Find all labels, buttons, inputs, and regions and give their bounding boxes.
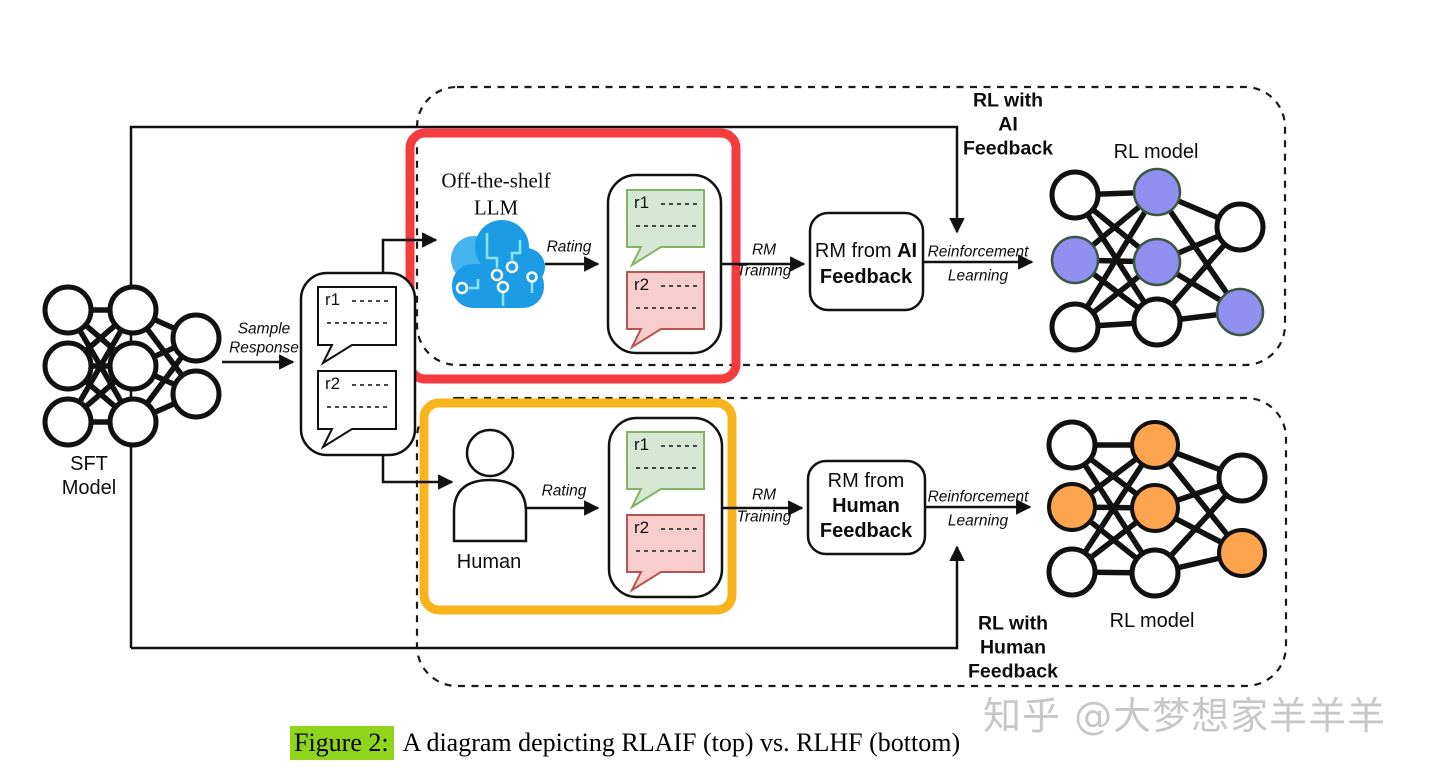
rl-with-ai-feedback-label-3: Feedback [963, 137, 1053, 160]
rlaif-rm-training-label-2: Training [736, 262, 792, 280]
human-icon [452, 428, 528, 543]
sample-response-label-2: Response [229, 339, 299, 357]
rlhf-rated-responses-container [607, 416, 724, 599]
rlaif-dashed-container [415, 85, 1287, 367]
rm-from-ai-feedback-box [808, 211, 925, 312]
rlaif-rl-model-label: RL model [1113, 141, 1199, 163]
human-label: Human [456, 551, 522, 573]
rl-with-ai-feedback-label-2: AI [998, 113, 1018, 136]
ai-text: AI [897, 240, 918, 262]
rlhf-rm-training-label-2: Training [736, 508, 792, 526]
rl-with-human-feedback-label-1: RL with [977, 612, 1049, 635]
rm-from-human-feedback-line-3: Feedback [819, 520, 913, 542]
rlaif-r1-label: r1 [634, 193, 650, 212]
rm-from-ai-feedback-line-2: Feedback [819, 266, 913, 288]
rm-from-text: RM from [814, 240, 898, 262]
rlhf-yellow-highlight-box [419, 398, 737, 615]
rlhf-r1-label: r1 [634, 435, 650, 454]
figure-caption-text: A diagram depicting RLAIF (top) vs. RLHF… [402, 728, 961, 757]
sampled-responses-container [299, 271, 417, 457]
rlhf-rating-label: Rating [541, 482, 587, 500]
off-the-shelf-llm-label-2: LLM [473, 195, 519, 220]
sft-model-label-2: Model [61, 477, 117, 499]
rm-from-human-feedback-line-2: Human [832, 495, 900, 517]
rlaif-rm-training-label-1: RM [751, 241, 777, 259]
rlaif-reinforcement-label-1: Reinforcement [927, 243, 1029, 261]
rl-with-human-feedback-label-2: Human [979, 636, 1047, 659]
rlhf-rm-training-label-1: RM [751, 486, 777, 504]
llm-cloud-icon [451, 220, 545, 308]
rlhf-rl-model-label: RL model [1109, 610, 1195, 632]
rlhf-r2-label: r2 [634, 518, 650, 537]
flow-arrows [222, 232, 1034, 516]
rlaif-rl-model-network [1049, 167, 1266, 353]
rlhf-reinforcement-label-2: Learning [947, 512, 1009, 530]
rm-from-ai-feedback-line-1: RM from AI [815, 241, 917, 261]
figure-caption: Figure 2: A diagram depicting RLAIF (top)… [290, 726, 960, 760]
rm-from-human-feedback-box [806, 459, 927, 556]
rlhf-rl-model-network [1046, 419, 1268, 599]
sample-response-label-1: Sample [237, 320, 291, 338]
rlaif-rating-label: Rating [546, 238, 592, 256]
rlhf-reinforcement-label-1: Reinforcement [927, 488, 1029, 506]
rlaif-red-highlight-box [405, 128, 741, 384]
rl-with-ai-feedback-label-1: RL with [972, 89, 1044, 112]
rlaif-reinforcement-label-2: Learning [947, 267, 1009, 285]
sample-r2-label: r2 [325, 374, 341, 393]
zhihu-watermark: 知乎 @大梦想家羊羊羊 [983, 694, 1387, 738]
sft-model-network [42, 284, 222, 448]
sft-model-label-1: SFT [70, 453, 108, 475]
feedback-loop-arrows [129, 125, 965, 650]
rl-with-human-feedback-label-3: Feedback [968, 660, 1058, 683]
figure-caption-tag: Figure 2: [290, 726, 394, 760]
rlaif-r2-label: r2 [634, 275, 650, 294]
off-the-shelf-llm-label-1: Off-the-shelf [441, 168, 551, 193]
rlaif-rated-responses-container [606, 173, 723, 355]
rlhf-dashed-container [415, 396, 1288, 688]
sample-r1-label: r1 [325, 290, 341, 309]
rm-from-human-feedback-line-1: RM from [827, 470, 905, 492]
